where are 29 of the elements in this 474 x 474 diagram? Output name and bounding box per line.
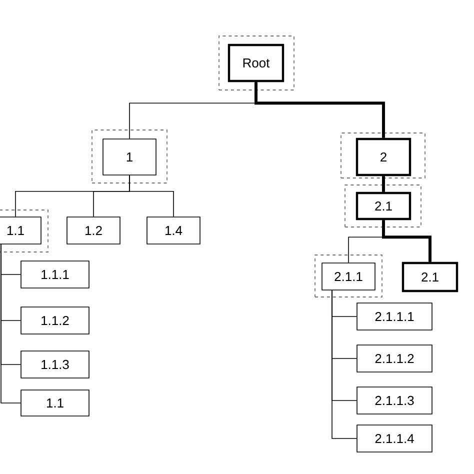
connector-line — [332, 290, 357, 439]
tree-box: 1.2 — [66, 216, 120, 244]
tree-box: Root — [228, 44, 284, 82]
tree-box: 2 — [356, 138, 412, 176]
dashed-frame — [0, 210, 48, 252]
connector-line — [0, 244, 21, 404]
tree-box: 2.1.1.2 — [356, 344, 432, 372]
dashed-frame — [218, 36, 294, 90]
tree-box: 2.1.1.4 — [356, 424, 432, 452]
connector-line — [129, 175, 174, 217]
tree-box: 1.4 — [146, 216, 200, 244]
tree-box: 2.1.1 — [322, 262, 376, 290]
tree-box: 1.1.3 — [20, 350, 90, 378]
tree-box: 1.1.1 — [20, 260, 90, 288]
tree-box: 2.1.1.1 — [356, 302, 432, 330]
tree-box: 1.1.2 — [20, 306, 90, 334]
dashed-frame — [340, 132, 426, 178]
connector-line — [254, 82, 385, 138]
connector-line — [382, 220, 432, 262]
dashed-frame — [314, 254, 382, 298]
tree-box: 2.1 — [402, 262, 458, 292]
dashed-frame — [344, 184, 422, 228]
tree-box: 2.1.1.3 — [356, 386, 432, 414]
tree-box: 1 — [102, 138, 156, 176]
dashed-frame — [92, 130, 168, 184]
tree-box: 1.1 — [0, 216, 42, 244]
tree-box: 1.1 — [20, 390, 90, 416]
connector-line — [382, 176, 385, 192]
tree-box: 2.1 — [356, 192, 412, 220]
